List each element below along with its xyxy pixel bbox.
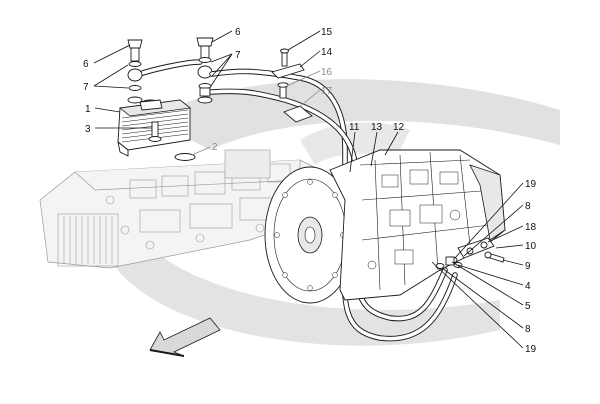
callout-11: 11 [349, 122, 360, 133]
pipe-bracket-set [271, 48, 313, 123]
callout-19-top: 19 [525, 179, 537, 190]
callout-6-left: 6 [83, 59, 89, 70]
callout-3: 3 [85, 124, 91, 135]
callout-5: 5 [525, 301, 531, 312]
valve-body-ghost [39, 149, 331, 269]
callout-9: 9 [525, 261, 531, 272]
cooler-bolt [148, 121, 162, 142]
callout-18: 18 [525, 222, 537, 233]
callout-2: 2 [212, 142, 218, 153]
callout-16: 16 [321, 67, 333, 78]
callout-8-bottom: 8 [525, 324, 531, 335]
callout-12: 12 [393, 122, 405, 133]
callout-7-right: 7 [235, 50, 241, 61]
callout-8-top: 8 [525, 201, 531, 212]
watermark-logo [105, 79, 560, 346]
callout-4: 4 [525, 281, 531, 292]
cooler-banjo-base [127, 96, 213, 104]
cooler-pipe [134, 59, 203, 78]
callout-1: 1 [85, 104, 91, 115]
callout-17: 17 [321, 86, 333, 97]
transmission-gearbox [264, 149, 506, 304]
callout-14: 14 [321, 47, 333, 58]
gasket-seal [174, 153, 196, 161]
front-direction-arrow-icon [149, 317, 221, 357]
callout-labels: 6 7 1 3 6 7 2 15 14 16 17 11 13 12 19 8 … [83, 27, 537, 355]
callout-13: 13 [371, 122, 383, 133]
banjo-fitting-left [127, 39, 143, 91]
callout-10: 10 [525, 241, 537, 252]
leader-lines [93, 30, 524, 349]
callout-6-right: 6 [235, 27, 241, 38]
callout-15: 15 [321, 27, 333, 38]
banjo-fitting-right [196, 37, 214, 97]
callout-7-left: 7 [83, 82, 89, 93]
callout-19-bottom: 19 [525, 344, 537, 355]
